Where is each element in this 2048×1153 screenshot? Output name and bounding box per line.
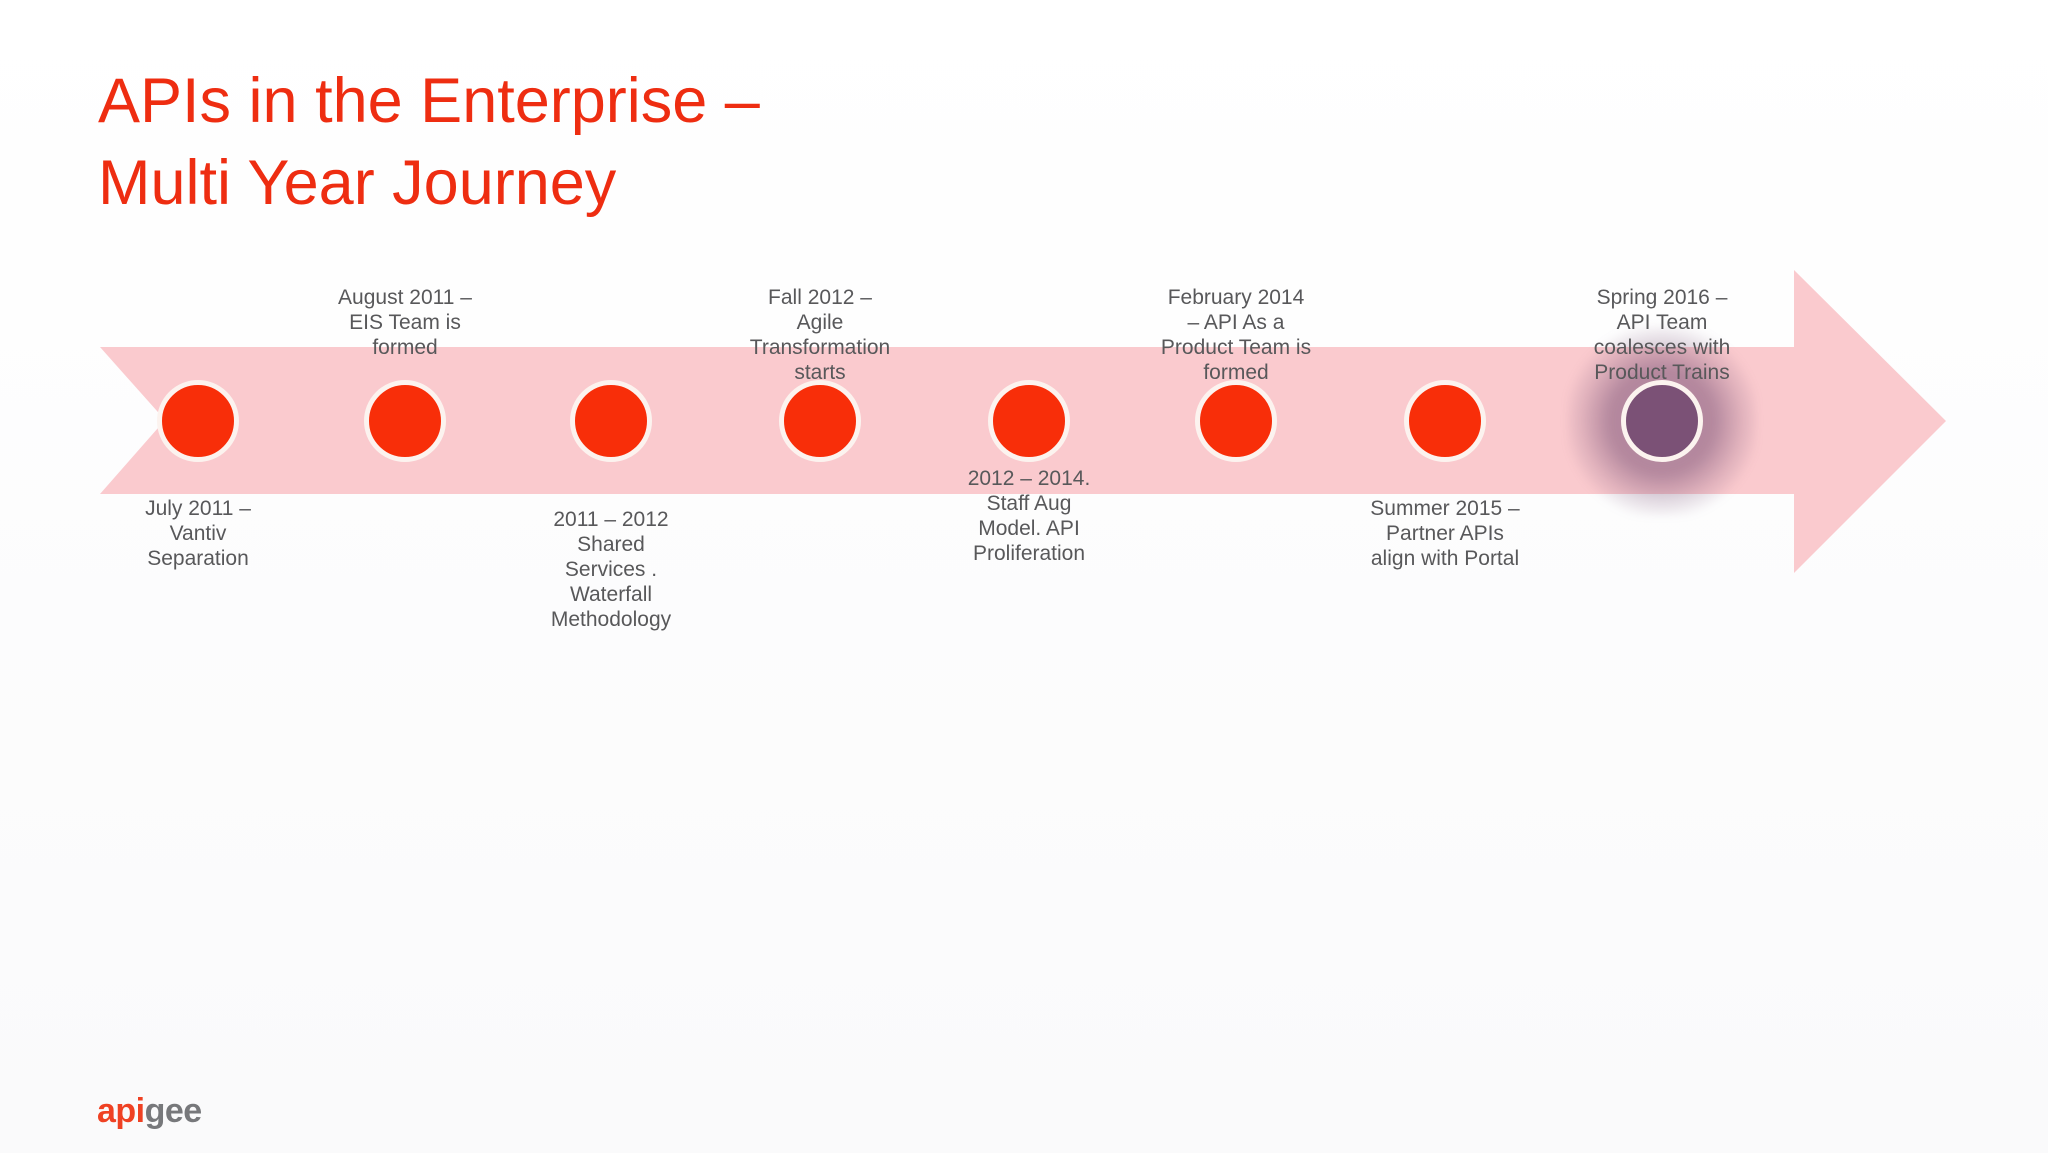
milestone-label-above: Fall 2012 – Agile Transformation starts bbox=[749, 286, 891, 384]
apigee-logo-api: api bbox=[97, 1092, 145, 1130]
milestone-dot bbox=[1195, 380, 1277, 462]
milestone-dot bbox=[1404, 380, 1486, 462]
milestone-label-below: 2011 – 2012 Shared Services . Waterfall … bbox=[550, 508, 672, 631]
apigee-logo-gee: gee bbox=[144, 1092, 203, 1130]
apigee-logo: apigee bbox=[97, 1092, 202, 1131]
milestone-dot-highlighted bbox=[1621, 380, 1703, 462]
milestone-label-above: February 2014 – API As a Product Team is… bbox=[1160, 286, 1312, 384]
milestone-label-below: 2012 – 2014. Staff Aug Model. API Prolif… bbox=[967, 467, 1091, 565]
milestone-label-above: August 2011 – EIS Team is formed bbox=[338, 286, 472, 359]
milestone-dot bbox=[988, 380, 1070, 462]
milestone-label-above: Spring 2016 – API Team coalesces with Pr… bbox=[1593, 286, 1731, 384]
slide-title: APIs in the Enterprise – Multi Year Jour… bbox=[98, 66, 760, 219]
milestone-label-below: Summer 2015 – Partner APIs align with Po… bbox=[1370, 497, 1520, 570]
milestone-label-below: July 2011 – Vantiv Separation bbox=[145, 497, 251, 570]
milestone-dot bbox=[779, 380, 861, 462]
milestone-dot bbox=[570, 380, 652, 462]
milestone-dot bbox=[157, 380, 239, 462]
milestone-dot bbox=[364, 380, 446, 462]
